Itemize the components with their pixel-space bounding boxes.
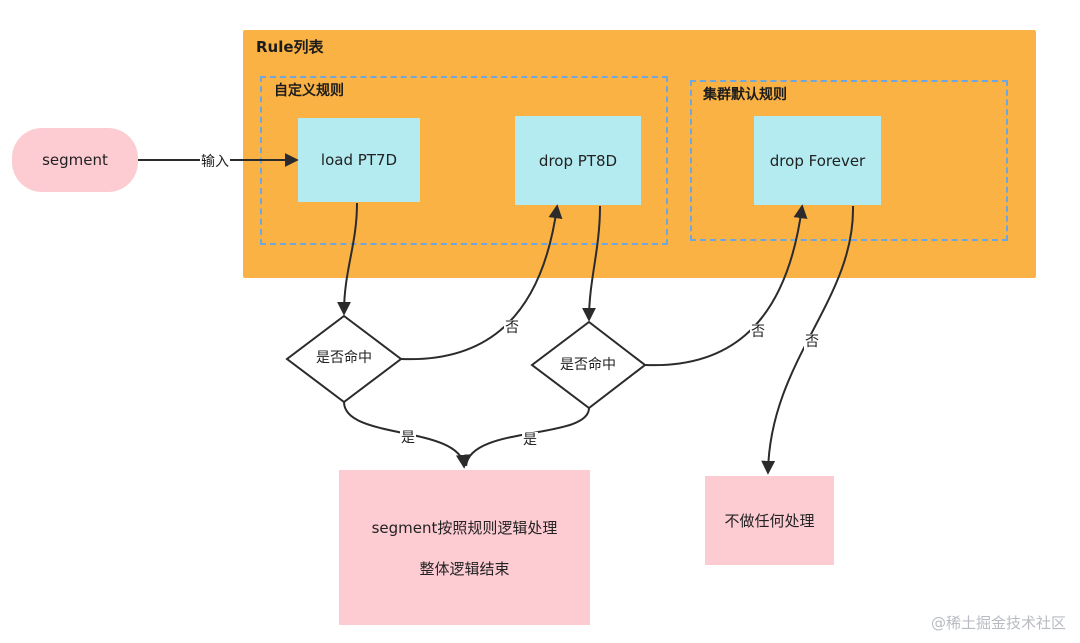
watermark: @稀土掘金技术社区 (930, 614, 1066, 632)
result-process-box: segment按照规则逻辑处理 整体逻辑结束 (339, 470, 590, 625)
edge-load-to-decision1 (337, 202, 358, 316)
cluster-default-rules-title: 集群默认规则 (703, 87, 787, 103)
rule-drop-pt8d: drop PT8D (515, 116, 641, 205)
edge-decision1-no (400, 204, 563, 361)
edge-forever-no (761, 205, 855, 475)
edge-label-yes-first: 是 (400, 430, 416, 446)
edge-label-yes-second: 是 (522, 432, 538, 448)
edge-label-no-first: 否 (504, 320, 520, 336)
edge-drop8-to-decision2 (582, 205, 601, 322)
edge-label-input: 输入 (200, 154, 230, 170)
decision-label-second: 是否命中 (560, 357, 616, 373)
result-noop-box: 不做任何处理 (705, 476, 834, 565)
rule-drop-forever: drop Forever (754, 116, 881, 205)
rule-list-title: Rule列表 (256, 38, 324, 56)
rule-load-pt7d: load PT7D (298, 118, 420, 202)
edge-decision2-no (644, 204, 808, 367)
segment-node: segment (12, 128, 138, 192)
decision-label-first: 是否命中 (316, 350, 372, 366)
result-process-line1: segment按照规则逻辑处理 (371, 518, 558, 537)
result-process-line2: 整体逻辑结束 (419, 559, 510, 578)
edge-label-no-second: 否 (750, 324, 766, 340)
edge-label-no-forever: 否 (804, 334, 820, 350)
custom-rules-title: 自定义规则 (274, 83, 344, 99)
